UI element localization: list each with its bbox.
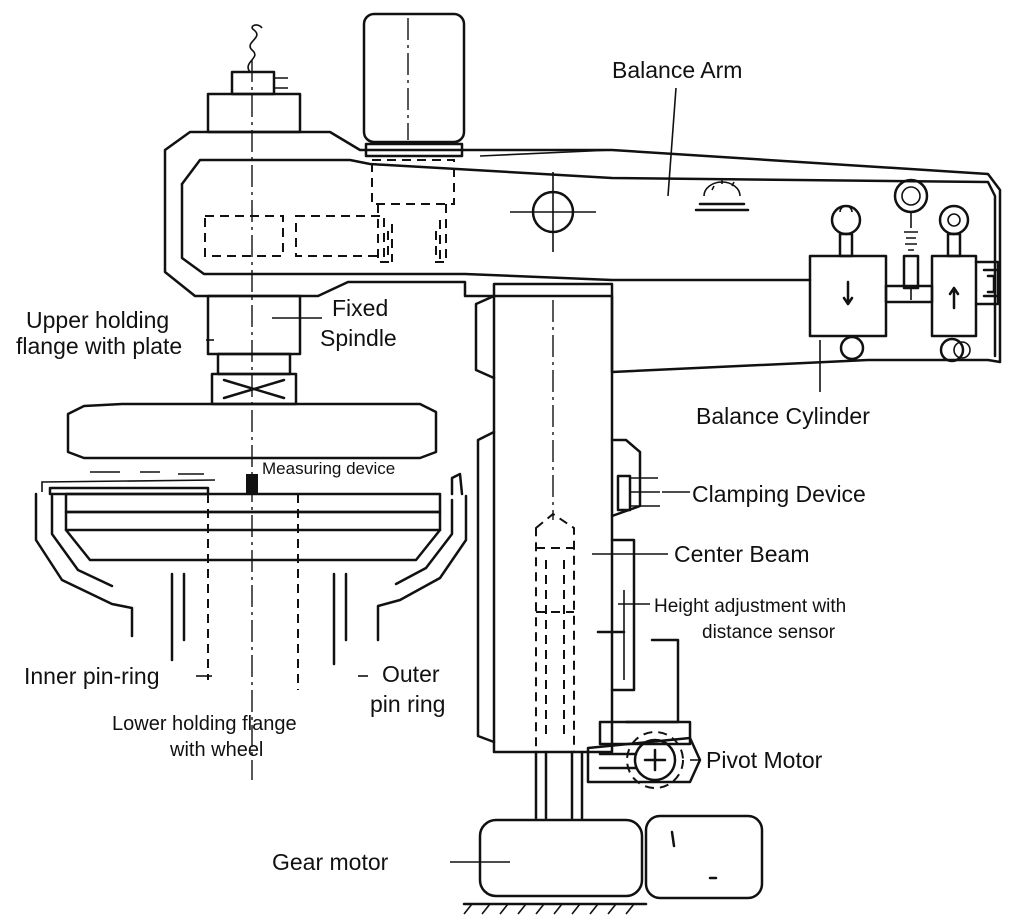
label-balance-arm: Balance Arm [612, 57, 742, 83]
top-motor [362, 12, 466, 263]
label-upper-flange-line1: Upper holding [26, 307, 169, 333]
label-height-adjustment-line2: distance sensor [702, 622, 836, 643]
fixed-spindle [206, 60, 302, 780]
pivot-motor-drawing [586, 720, 702, 789]
upper-holding-flange [66, 402, 438, 460]
gear-motor-drawing [462, 814, 764, 915]
label-measuring-device: Measuring device [262, 459, 395, 478]
label-outer-pin-ring-line2: pin ring [370, 691, 445, 717]
balance-cylinder-assembly [808, 178, 1000, 363]
label-upper-flange-line2: flange with plate [16, 333, 182, 359]
label-balance-cylinder: Balance Cylinder [696, 403, 870, 429]
lower-table [34, 471, 468, 690]
label-lower-flange-line2: with wheel [169, 739, 263, 761]
label-center-beam: Center Beam [674, 541, 810, 567]
label-lower-flange-line1: Lower holding flange [112, 713, 297, 735]
center-column [474, 282, 680, 820]
label-pivot-motor: Pivot Motor [706, 747, 823, 773]
spindle-cap [206, 24, 302, 134]
label-fixed-spindle-line2: Spindle [320, 325, 397, 351]
labels: Balance Arm Fixed Spindle Upper holding … [16, 57, 870, 875]
label-fixed-spindle-line1: Fixed [332, 295, 388, 321]
label-clamping-device: Clamping Device [692, 481, 866, 507]
balance-arm-body [163, 130, 1002, 374]
label-height-adjustment-line1: Height adjustment with [654, 596, 846, 617]
label-outer-pin-ring-line1: Outer [382, 661, 440, 687]
label-gear-motor: Gear motor [272, 849, 389, 875]
label-inner-pin-ring: Inner pin-ring [24, 663, 160, 689]
leader-lines [196, 87, 821, 863]
